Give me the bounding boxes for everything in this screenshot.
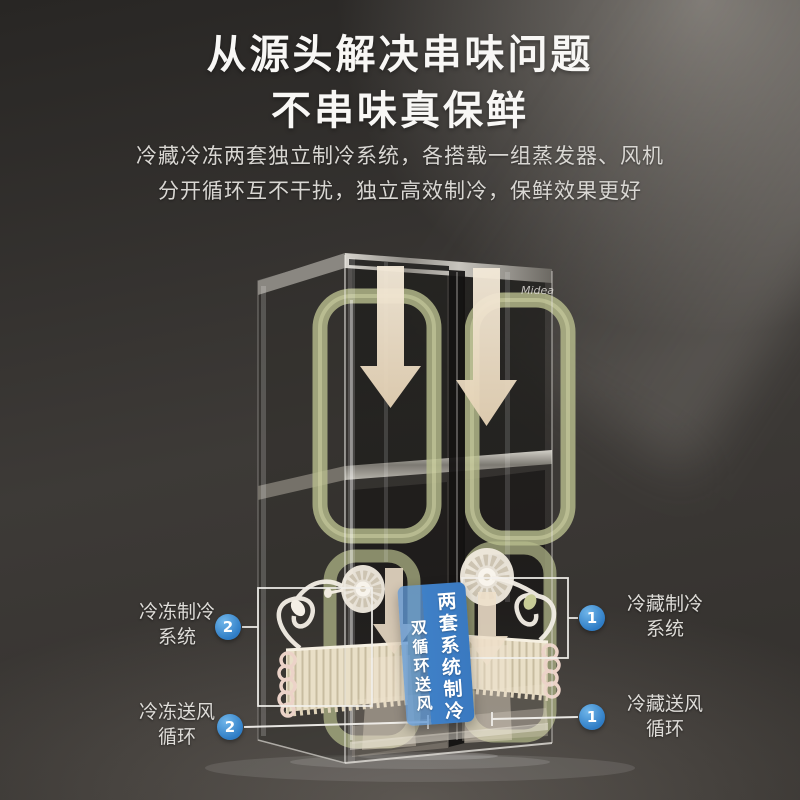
airflow-arrow-freezer-icon: [360, 266, 421, 408]
callout-bullet-fridge-airflow: 1: [579, 704, 605, 730]
cabinet-base: [257, 255, 553, 764]
airflow-arrow-fridge-mid-icon: [466, 592, 508, 666]
callout-label-fridge-airflow: 冷藏送风 循环: [598, 692, 732, 742]
description-line-2: 分开循环互不干扰，独立高效制冷，保鲜效果更好: [158, 179, 642, 203]
callout-bracket-left: [257, 587, 373, 707]
page-subtitle: 不串味真保鲜: [271, 88, 529, 134]
glass-highlights: [261, 258, 510, 763]
page-title: 从源头解决串味问题: [206, 32, 594, 78]
callout-label-line: 循环: [645, 718, 684, 740]
fridge-fan-icon: [460, 548, 514, 606]
freezer-fan-icon: [324, 565, 385, 613]
callout-label-line: 冷冻送风: [138, 701, 215, 723]
callout-label-line: 系统: [645, 618, 684, 640]
callout-bullet-fridge-cooling: 1: [579, 605, 605, 631]
callout-label-freezer-airflow: 冷冻送风 循环: [110, 700, 244, 750]
description-line-1: 冷藏冷冻两套独立制冷系统，各搭载一组蒸发器、风机: [136, 144, 664, 168]
callout-label-freezer-cooling: 冷冻制冷 系统: [110, 600, 244, 650]
badge-primary-text: 两套系统制冷: [433, 590, 465, 724]
badge-secondary-text: 双循环送风: [407, 618, 434, 715]
fridge-airflow-ring-upper: [464, 292, 576, 546]
center-airflow-badge: 两套系统制冷 双循环送风: [397, 581, 475, 727]
callout-label-line: 冷冻制冷: [138, 601, 215, 623]
midea-logo: Midea: [521, 284, 554, 297]
callout-label-fridge-cooling: 冷藏制冷 系统: [598, 592, 732, 642]
callout-label-line: 系统: [157, 626, 196, 648]
accumulator-bulb-left: [290, 599, 306, 617]
callout-label-line: 循环: [157, 726, 196, 748]
sensor-bulb-right: [523, 594, 537, 610]
callout-label-line: 冷藏送风: [626, 693, 703, 715]
callout-label-line: 冷藏制冷: [626, 593, 703, 615]
callout-bullet-freezer-airflow: 2: [217, 714, 243, 740]
airflow-arrow-fridge-icon: [456, 268, 517, 426]
callout-bullet-freezer-cooling: 2: [215, 614, 241, 640]
